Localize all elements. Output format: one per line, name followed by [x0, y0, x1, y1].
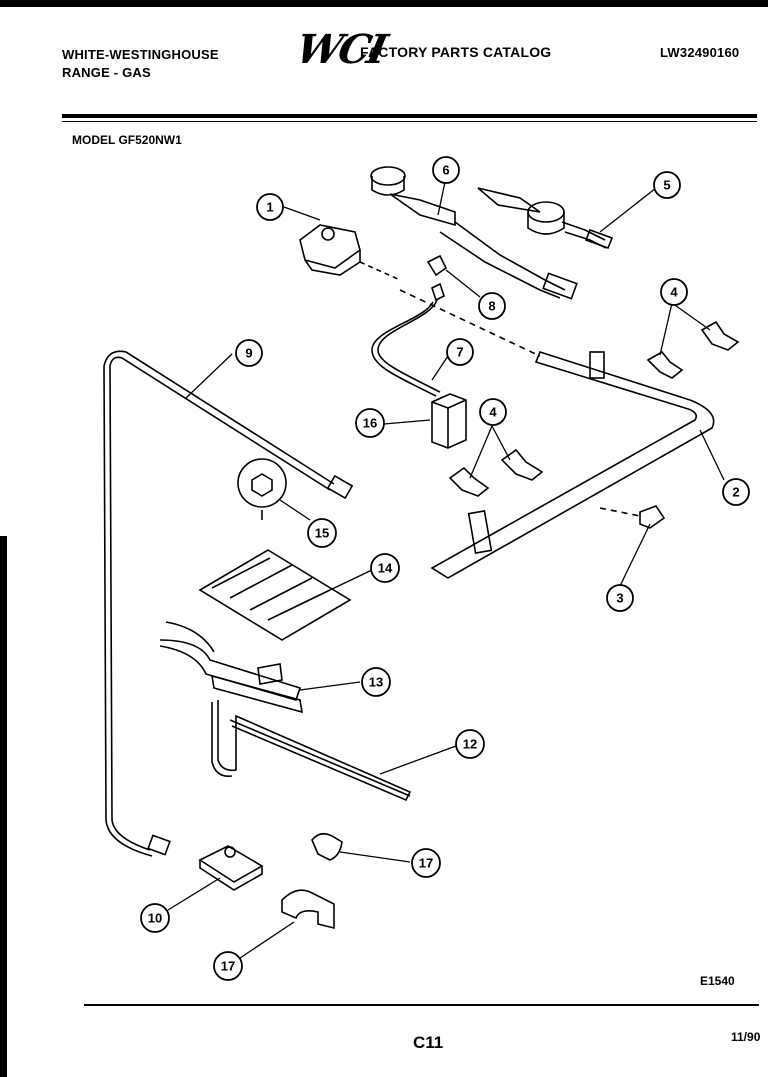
- catalog-title: FACTORY PARTS CATALOG: [360, 44, 552, 60]
- part-10-bracket: [198, 845, 264, 891]
- part-1-control-valve: [299, 224, 401, 281]
- callout-circle-12: [455, 729, 485, 759]
- left-scan-border: [0, 536, 7, 1077]
- part-13-oven-burner: [159, 621, 303, 714]
- callout-circle-4b: [479, 398, 507, 426]
- catalog-number: LW32490160: [660, 45, 740, 60]
- callout-15: 15: [315, 526, 329, 541]
- callout-16: 16: [363, 416, 377, 431]
- callout-9: 9: [245, 346, 252, 361]
- part-2-manifold: [399, 289, 715, 579]
- callout-17b: 17: [221, 959, 235, 974]
- callout-circle-17b: [213, 951, 243, 981]
- callout-17a: 17: [419, 856, 433, 871]
- revision-date: 11/90: [731, 1030, 761, 1044]
- part-3-bracket: [599, 505, 666, 529]
- part-4-valve-middle: [448, 448, 544, 497]
- callout-circle-7: [446, 338, 474, 366]
- callout-4b: 4: [489, 405, 497, 420]
- part-15-fitting: [237, 458, 287, 520]
- callout-10: 10: [148, 911, 162, 926]
- part-5-burner-assembly: [477, 187, 614, 250]
- brand-line-1: WHITE-WESTINGHOUSE: [62, 47, 219, 62]
- part-12-burner-tube: [211, 700, 412, 802]
- callout-2: 2: [732, 485, 739, 500]
- diagram-code: E1540: [700, 974, 735, 988]
- part-14-shield: [198, 549, 352, 641]
- callout-13: 13: [369, 675, 383, 690]
- callout-circle-1: [256, 193, 284, 221]
- part-4-valve-upper: [646, 320, 740, 379]
- page-code: C11: [413, 1033, 444, 1052]
- callout-circle-16: [355, 408, 385, 438]
- callout-4a: 4: [670, 285, 678, 300]
- part-17-clip-lower: [281, 889, 335, 930]
- header-rule-thin: [62, 121, 757, 122]
- callout-circle-4a: [660, 278, 688, 306]
- header-rule-thick: [62, 114, 757, 118]
- callout-14: 14: [378, 561, 393, 576]
- callout-circle-9: [235, 339, 263, 367]
- callout-circle-10: [140, 903, 170, 933]
- part-16-spark-module: [431, 393, 467, 449]
- part-6-burner-assembly: [370, 166, 578, 300]
- callout-3: 3: [616, 591, 623, 606]
- callout-circle-2: [722, 478, 750, 506]
- callout-5: 5: [663, 178, 670, 193]
- callout-circle-13: [361, 667, 391, 697]
- callout-1: 1: [266, 200, 273, 215]
- top-scan-border: [0, 0, 768, 7]
- brand-line-2: RANGE - GAS: [62, 65, 151, 80]
- callout-circle-14: [370, 553, 400, 583]
- callout-8: 8: [488, 299, 495, 314]
- callout-circle-5: [653, 171, 681, 199]
- part-9-supply-tube: [103, 350, 354, 857]
- callout-circle-15: [307, 518, 337, 548]
- callout-circle-17a: [411, 848, 441, 878]
- model-number: MODEL GF520NW1: [72, 133, 182, 147]
- callout-12: 12: [463, 737, 477, 752]
- part-7-gas-tube: [371, 299, 441, 397]
- callout-circle-3: [606, 584, 634, 612]
- callout-circle-8: [478, 292, 506, 320]
- part-8-orifice: [426, 254, 448, 302]
- callout-6: 6: [442, 163, 449, 178]
- part-17-clip-upper: [311, 832, 343, 861]
- footer-rule: [84, 1004, 759, 1006]
- callout-7: 7: [456, 345, 463, 360]
- callout-circle-6: [432, 156, 460, 184]
